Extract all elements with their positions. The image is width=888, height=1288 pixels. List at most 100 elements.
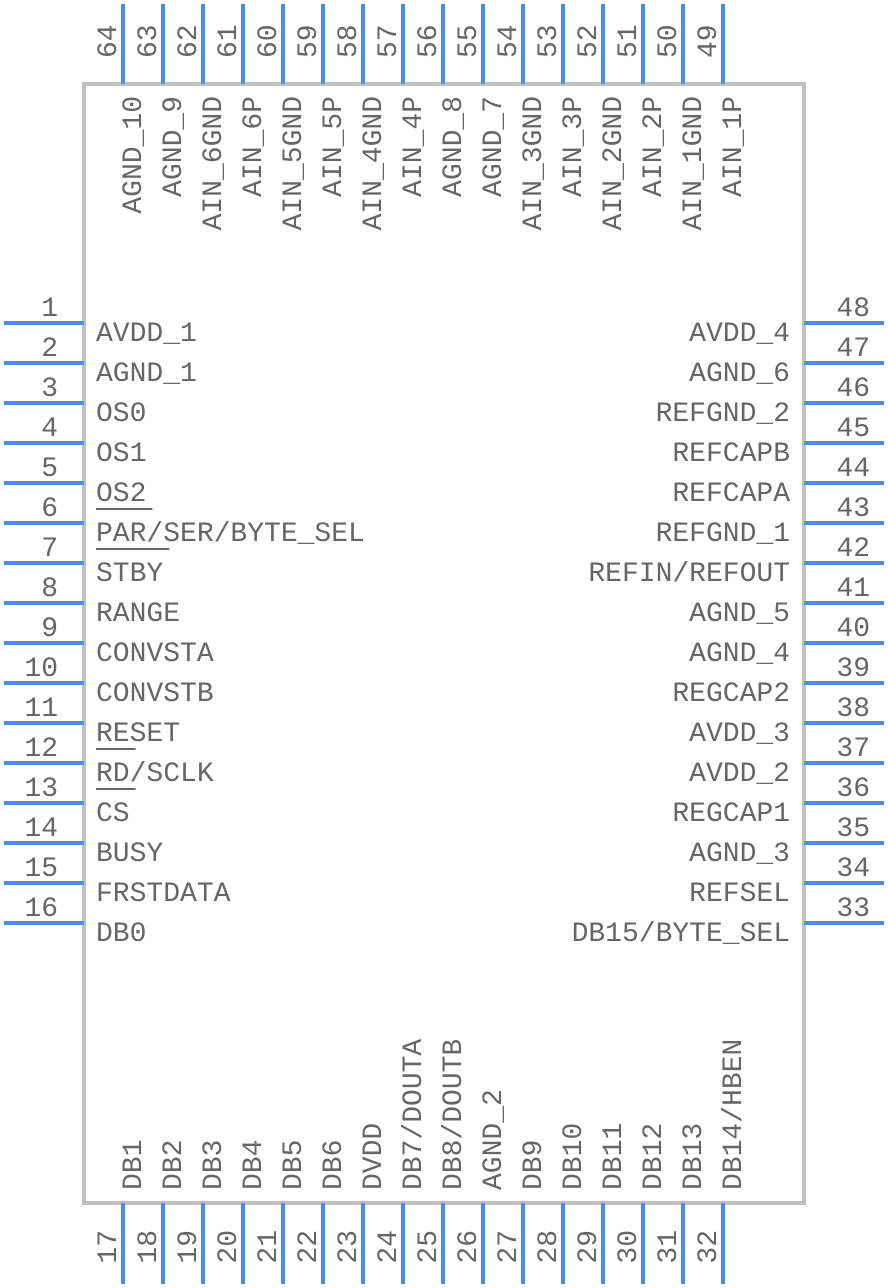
pin-number: 64 [94, 24, 125, 58]
pin-number: 48 [836, 294, 870, 325]
pin-number: 10 [24, 654, 58, 685]
pin-number: 14 [24, 814, 58, 845]
pin-name: REFCAPB [672, 439, 790, 470]
pin-number: 43 [836, 494, 870, 525]
pin-name: AIN_4P [399, 96, 430, 197]
pin-name: REFIN/REFOUT [588, 559, 790, 590]
pin-name: AIN_1GND [679, 96, 710, 230]
pin-name: AIN_6P [239, 96, 270, 197]
pin-name: DB14/HBEN [719, 1039, 750, 1190]
pin-number: 6 [41, 494, 58, 525]
pin-number: 38 [836, 694, 870, 725]
pin-name: AGND_2 [479, 1089, 510, 1190]
pin-name: REFGND_2 [656, 399, 790, 430]
pin-number: 58 [334, 24, 365, 58]
pin-number: 25 [414, 1230, 445, 1264]
pin-number: 17 [94, 1230, 125, 1264]
pin-number: 59 [294, 24, 325, 58]
bottom-pins: 17DB118DB219DB320DB421DB522DB623DVDD24DB… [94, 1039, 750, 1284]
pin-number: 46 [836, 374, 870, 405]
pin-number: 35 [836, 814, 870, 845]
pin-number: 55 [454, 24, 485, 58]
pin-name: FRSTDATA [96, 879, 231, 910]
pin-24: 24 DB7/DOUTA [374, 1039, 430, 1284]
pin-name: DB5 [279, 1140, 310, 1190]
pin-name: REFGND_1 [656, 519, 790, 550]
pin-number: 7 [41, 534, 58, 565]
pin-number: 1 [41, 294, 58, 325]
pin-name: REGCAP1 [672, 799, 790, 830]
pin-name: BUSY [96, 839, 163, 870]
pin-number: 2 [41, 334, 58, 365]
pin-number: 8 [41, 574, 58, 605]
pin-number: 9 [41, 614, 58, 645]
pin-number: 24 [374, 1230, 405, 1264]
pin-number: 45 [836, 414, 870, 445]
pin-name: DB7/DOUTA [399, 1039, 430, 1190]
pin-number: 47 [836, 334, 870, 365]
pin-number: 5 [41, 454, 58, 485]
pin-name: AGND_4 [689, 639, 790, 670]
pin-number: 4 [41, 414, 58, 445]
pin-number: 40 [836, 614, 870, 645]
pin-name: DB12 [639, 1123, 670, 1190]
pin-name: DB15/BYTE_SEL [572, 919, 790, 950]
pin-number: 34 [836, 854, 870, 885]
pin-number: 60 [254, 24, 285, 58]
pin-name: CONVSTA [96, 639, 214, 670]
pin-name: CS [96, 799, 130, 830]
pin-name: AIN_6GND [199, 96, 230, 230]
pin-number: 23 [334, 1230, 365, 1264]
pin-name: AIN_2P [639, 96, 670, 197]
pin-name: AIN_1P [719, 96, 750, 197]
pin-name: RD/SCLK [96, 759, 214, 790]
pin-name: DB9 [519, 1140, 550, 1190]
pin-number: 63 [134, 24, 165, 58]
pin-name: AGND_10 [119, 96, 150, 214]
pin-number: 3 [41, 374, 58, 405]
pin-name: OS1 [96, 439, 146, 470]
pin-name: DVDD [359, 1123, 390, 1190]
pin-number: 39 [836, 654, 870, 685]
pin-number: 15 [24, 854, 58, 885]
pin-name: REGCAP2 [672, 679, 790, 710]
pin-number: 26 [454, 1230, 485, 1264]
pin-number: 53 [534, 24, 565, 58]
pin-number: 33 [836, 894, 870, 925]
pin-number: 11 [24, 694, 58, 725]
pin-number: 50 [654, 24, 685, 58]
pin-number: 61 [214, 24, 245, 58]
pin-name: AIN_5GND [279, 96, 310, 230]
pin-number: 57 [374, 24, 405, 58]
